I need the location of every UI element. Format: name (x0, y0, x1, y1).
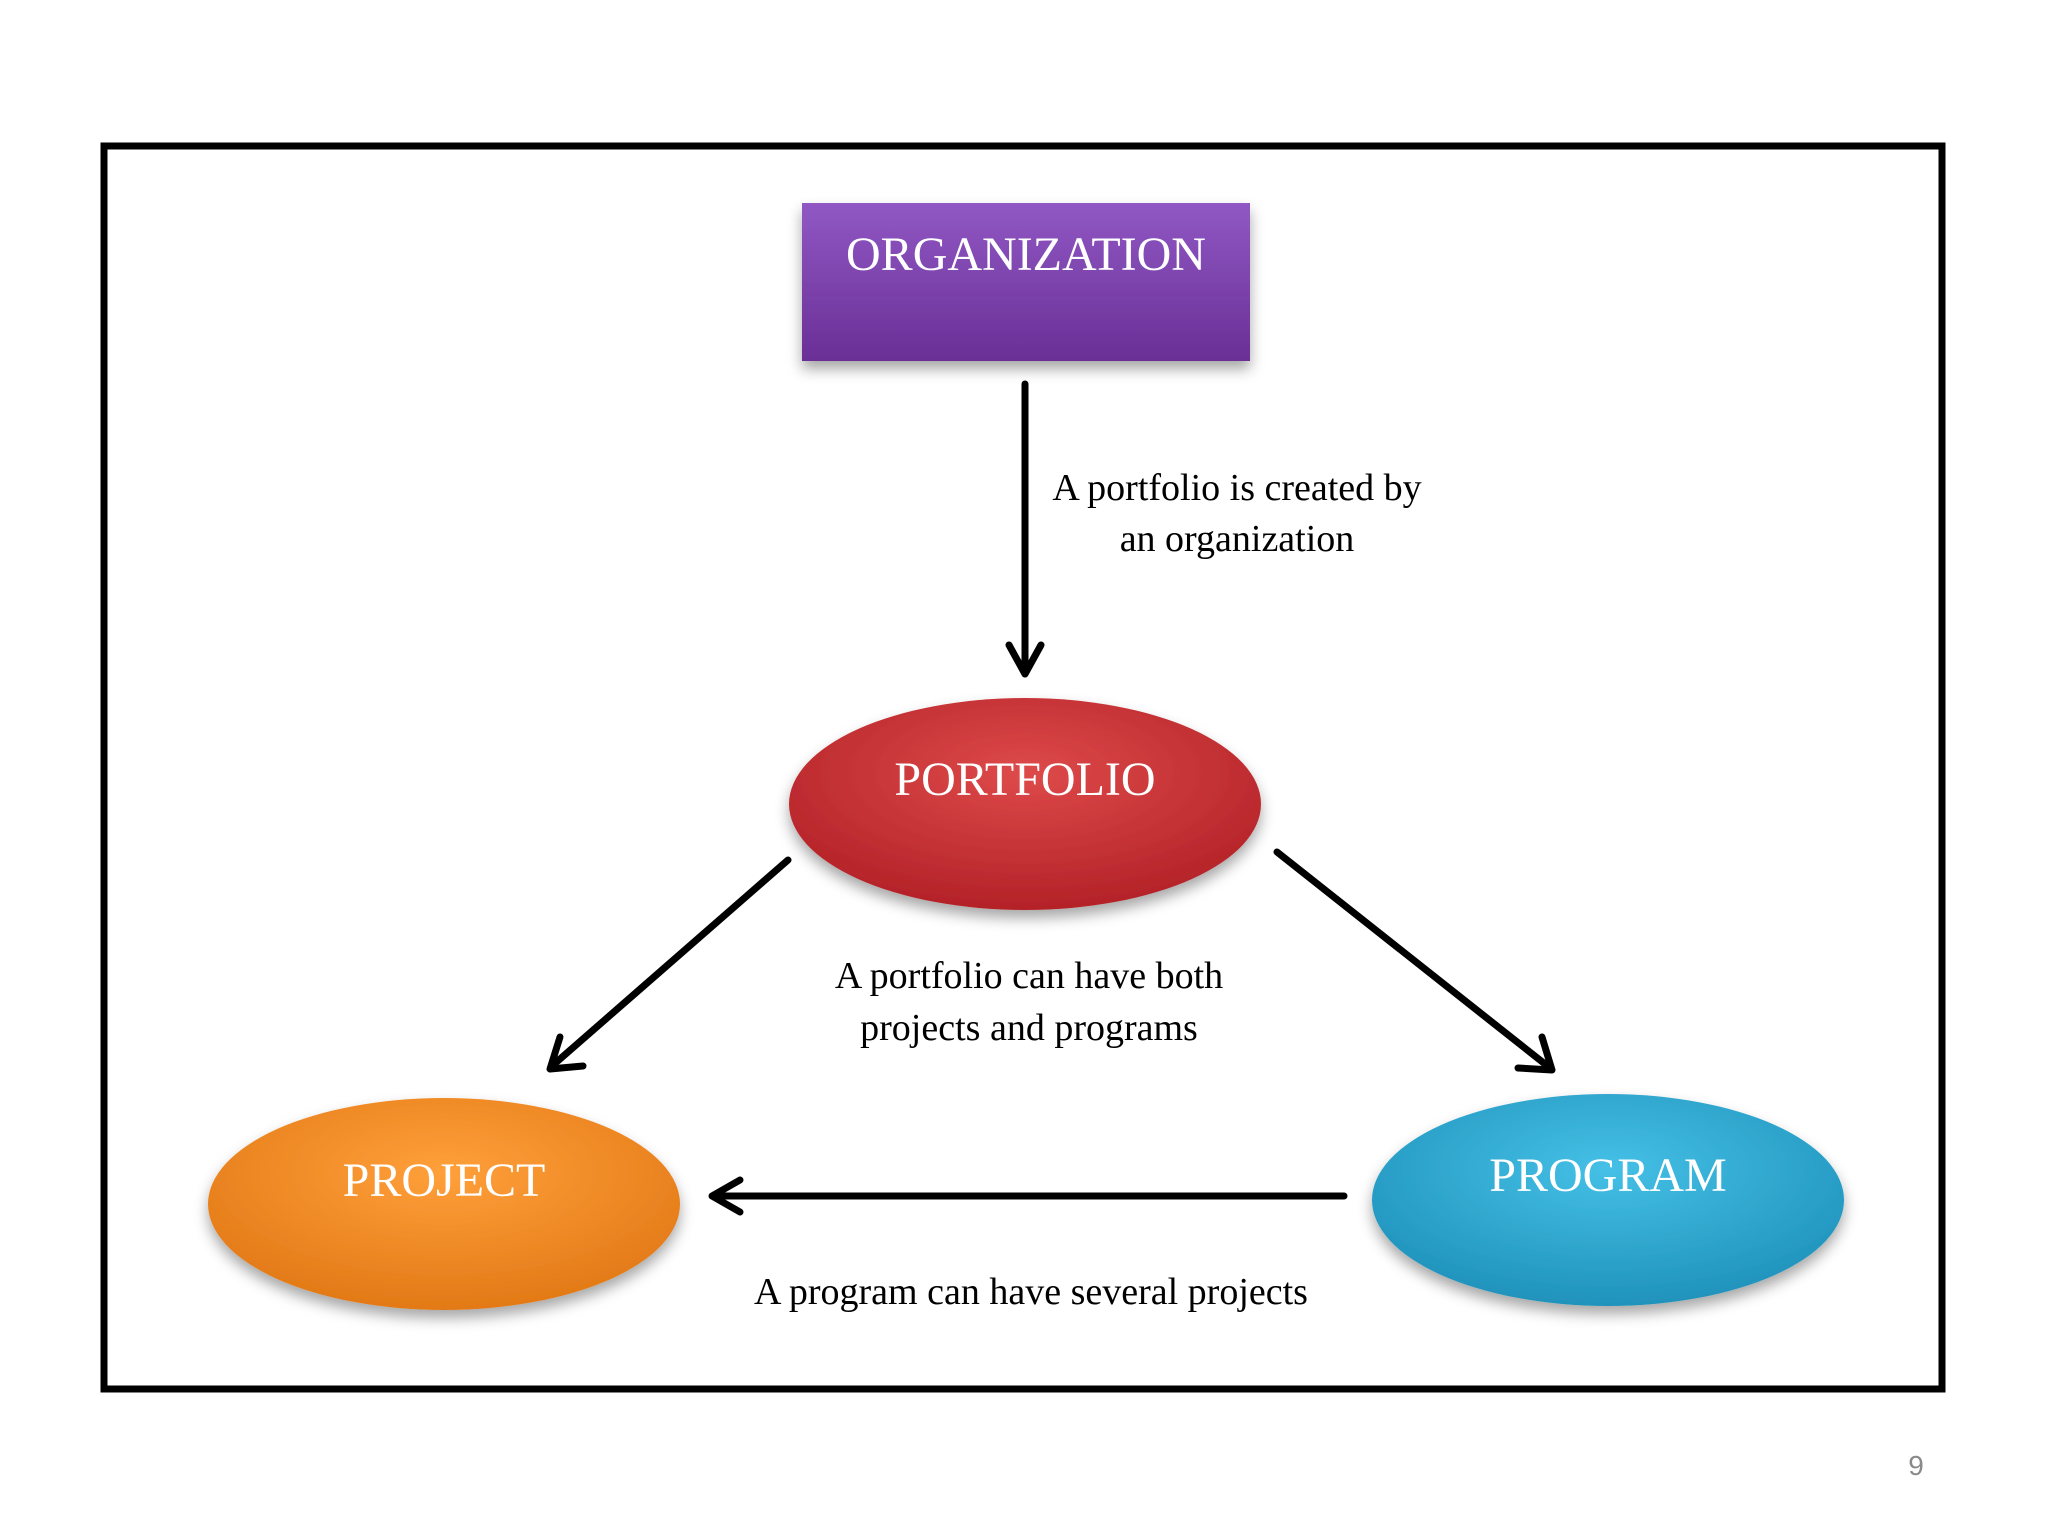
arrow-portfolio-to-project (546, 856, 792, 1073)
arrow-program-to-project (708, 1176, 1348, 1216)
edge-label-program-to-project: A program can have several projects (754, 1271, 1308, 1313)
node-project: PROJECT (208, 1098, 680, 1310)
project-label: PROJECT (343, 1154, 546, 1207)
node-program: PROGRAM (1372, 1094, 1844, 1306)
node-organization: ORGANIZATION (802, 203, 1250, 361)
edge-label-line: A portfolio can have both (835, 955, 1223, 997)
project-ellipse (208, 1098, 680, 1310)
program-ellipse (1372, 1094, 1844, 1306)
edge-label-line: an organization (1120, 518, 1355, 560)
arrow-organization-to-portfolio (1005, 380, 1045, 678)
edge-label-organization-to-portfolio: A portfolio is created by an organizatio… (1052, 467, 1421, 560)
program-label: PROGRAM (1489, 1149, 1726, 1202)
portfolio-ellipse (789, 698, 1261, 910)
edge-label-portfolio-to-children: A portfolio can have both projects and p… (835, 955, 1223, 1049)
node-portfolio: PORTFOLIO (789, 698, 1261, 910)
edge-label-line: A portfolio is created by (1052, 467, 1421, 509)
slide-number: 9 (1908, 1450, 1924, 1481)
portfolio-label: PORTFOLIO (894, 753, 1155, 806)
edge-label-line: projects and programs (860, 1007, 1198, 1049)
organization-label: ORGANIZATION (846, 228, 1206, 281)
organization-box (802, 203, 1250, 361)
arrow-portfolio-to-program (1273, 848, 1556, 1074)
